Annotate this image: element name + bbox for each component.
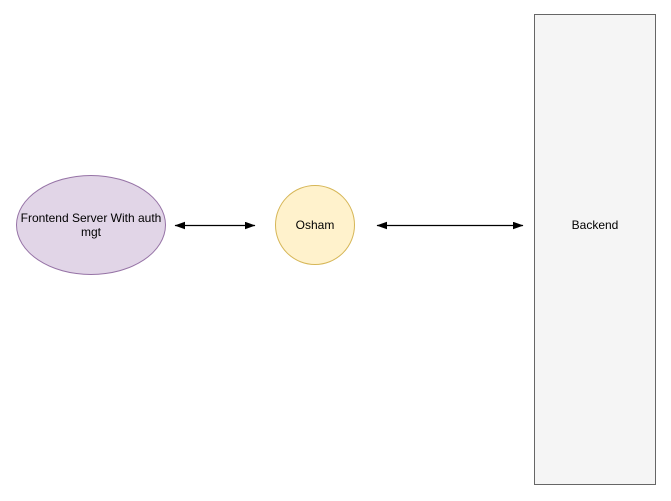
backend-rectangle-node[interactable]: Backend [534,14,656,485]
osham-circle-node[interactable]: Osham [275,185,355,265]
backend-node-label: Backend [571,218,619,232]
frontend-ellipse-node[interactable]: Frontend Server With auth mgt [16,175,166,275]
osham-node-label: Osham [295,217,335,232]
frontend-node-label: Frontend Server With auth mgt [20,210,162,239]
